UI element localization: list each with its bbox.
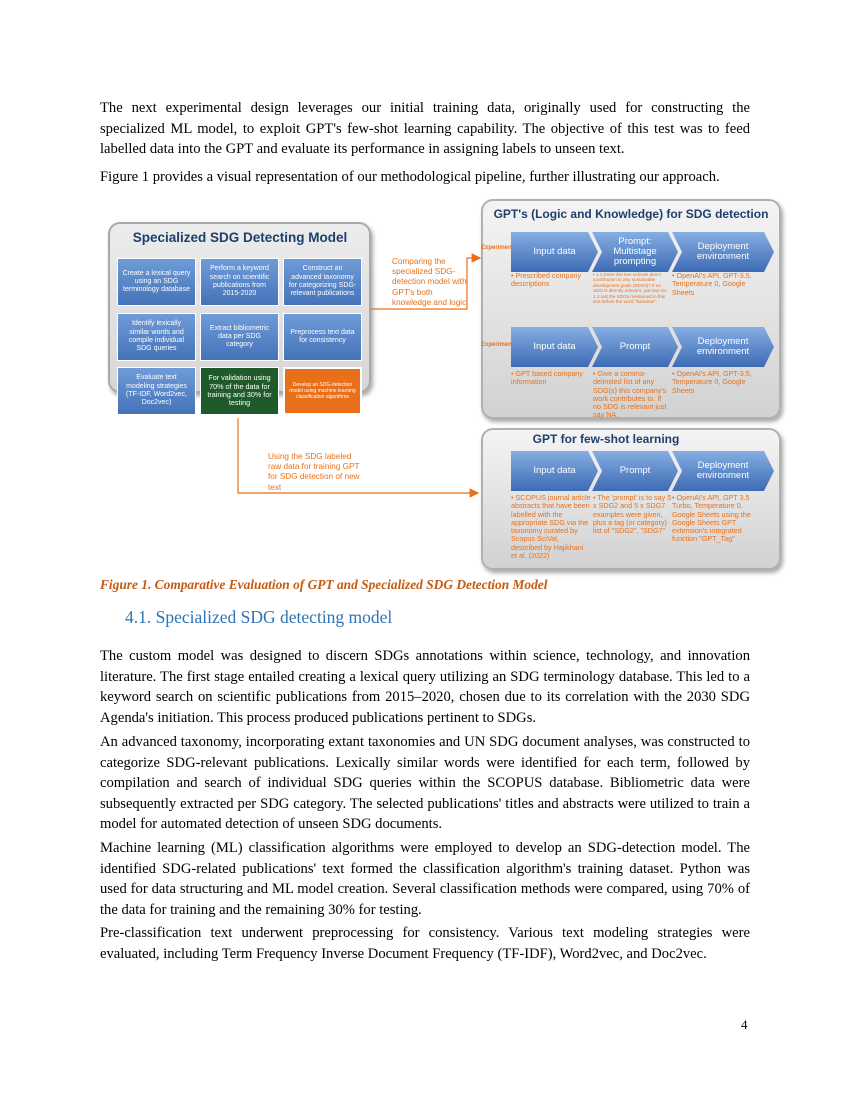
experiment-1-label: Experiment I (481, 245, 518, 251)
exp2-deployment-step: Deployment environment (672, 327, 774, 367)
page-number: 4 (741, 1017, 748, 1032)
flow-box-taxonomy: Construct an advanced taxonomy for categ… (283, 258, 362, 306)
paragraph-figure-ref: Figure 1 provides a visual representatio… (100, 169, 720, 185)
exp1-input-note-text: Prescribed company descriptions (511, 271, 582, 289)
exp2-deployment-note-text: OpenAI's API, GPT-3.5, Temperature 0, Go… (672, 369, 752, 395)
exp1-prompt-step: Prompt: Multistage prompting (592, 232, 678, 272)
paragraph-preprocessing: Pre-classification text underwent prepro… (100, 925, 750, 962)
flow-box-develop-model: Develop an SDG-detection model using mac… (283, 367, 362, 415)
fewshot-input-data-step: Input data (511, 451, 598, 491)
paragraph-taxonomy: An advanced taxonomy, incorporating exta… (100, 734, 750, 832)
exp1-input-note: • Prescribed company descriptions (511, 271, 582, 289)
exp1-prompt-note-text: 1.1 Does this text indicate direct contr… (593, 272, 669, 305)
flow-box-text-modeling: Evaluate text modeling strategies (TF-ID… (117, 367, 196, 415)
experiment-2-label: Experiment II (481, 342, 519, 348)
flow-box-lexical-query: Create a lexical query using an SDG term… (117, 258, 196, 306)
fewshot-deployment-step: Deployment environment (672, 451, 774, 491)
specialized-model-title: Specialized SDG Detecting Model (132, 230, 348, 245)
exp2-input-data-step: Input data (511, 327, 598, 367)
exp2-deployment-note: • OpenAI's API, GPT-3.5, Temperature 0, … (672, 369, 752, 395)
exp1-deployment-step: Deployment environment (672, 232, 774, 272)
annotation-comparing: Comparing the specialized SDG-detection … (392, 257, 467, 307)
exp2-prompt-note: • Give a comma-delimited list of any SDG… (593, 369, 667, 420)
section-heading: 4.1. Specialized SDG detecting model (125, 607, 393, 627)
exp2-prompt-note-text: Give a comma-delimited list of any SDG(s… (593, 369, 667, 420)
connector-arrows (237, 253, 482, 498)
gpt-logic-title: GPT's (Logic and Knowledge) for SDG dete… (493, 207, 769, 221)
fewshot-input-note-text: SCOPUS journal article abstracts that ha… (511, 493, 591, 561)
exp1-deployment-note: • OpenAI's API, GPT-3.5, Temperature 0, … (672, 271, 752, 297)
exp1-prompt-note: • 1.1 Does this text indicate direct con… (593, 272, 669, 305)
exp2-input-note: • GPT based company information (511, 369, 583, 387)
annotation-few-shot: Using the SDG labeled raw data for train… (268, 452, 360, 492)
flow-box-lexical-similar: Identify lexically similar words and com… (117, 313, 196, 361)
paragraph-custom-model: The custom model was designed to discern… (100, 648, 750, 726)
flow-box-bibliometric: Extract bibliometric data per SDG catego… (200, 313, 279, 361)
fewshot-prompt-note-text: The 'prompt' is to say 5 x SDG2 and 5 x … (593, 493, 672, 536)
fewshot-prompt-note: • The 'prompt' is to say 5 x SDG2 and 5 … (593, 493, 672, 536)
fewshot-deployment-note: • OpenAI's API, GPT 3.5 Turbo, Temperatu… (672, 493, 751, 544)
specialized-model-panel (108, 222, 371, 393)
few-shot-title: GPT for few-shot learning (532, 432, 680, 446)
flow-box-preprocess: Preprocess text data for consistency (283, 313, 362, 361)
exp2-prompt-step: Prompt (592, 327, 678, 367)
flow-box-keyword-search: Perform a keyword search on scientific p… (200, 258, 279, 306)
figure-caption: Figure 1. Comparative Evaluation of GPT … (100, 577, 548, 592)
flow-box-validation: For validation using 70% of the data for… (200, 367, 279, 415)
exp1-input-data-step: Input data (511, 232, 598, 272)
fewshot-prompt-step: Prompt (592, 451, 678, 491)
exp2-input-note-text: GPT based company information (511, 369, 583, 387)
fewshot-input-note: • SCOPUS journal article abstracts that … (511, 493, 591, 561)
paragraph-intro: The next experimental design leverages o… (100, 100, 750, 157)
exp1-deployment-note-text: OpenAI's API, GPT-3.5, Temperature 0, Go… (672, 271, 752, 297)
fewshot-deployment-note-text: OpenAI's API, GPT 3.5 Turbo, Temperature… (672, 493, 751, 544)
paragraph-ml-classification: Machine learning (ML) classification alg… (100, 840, 750, 918)
